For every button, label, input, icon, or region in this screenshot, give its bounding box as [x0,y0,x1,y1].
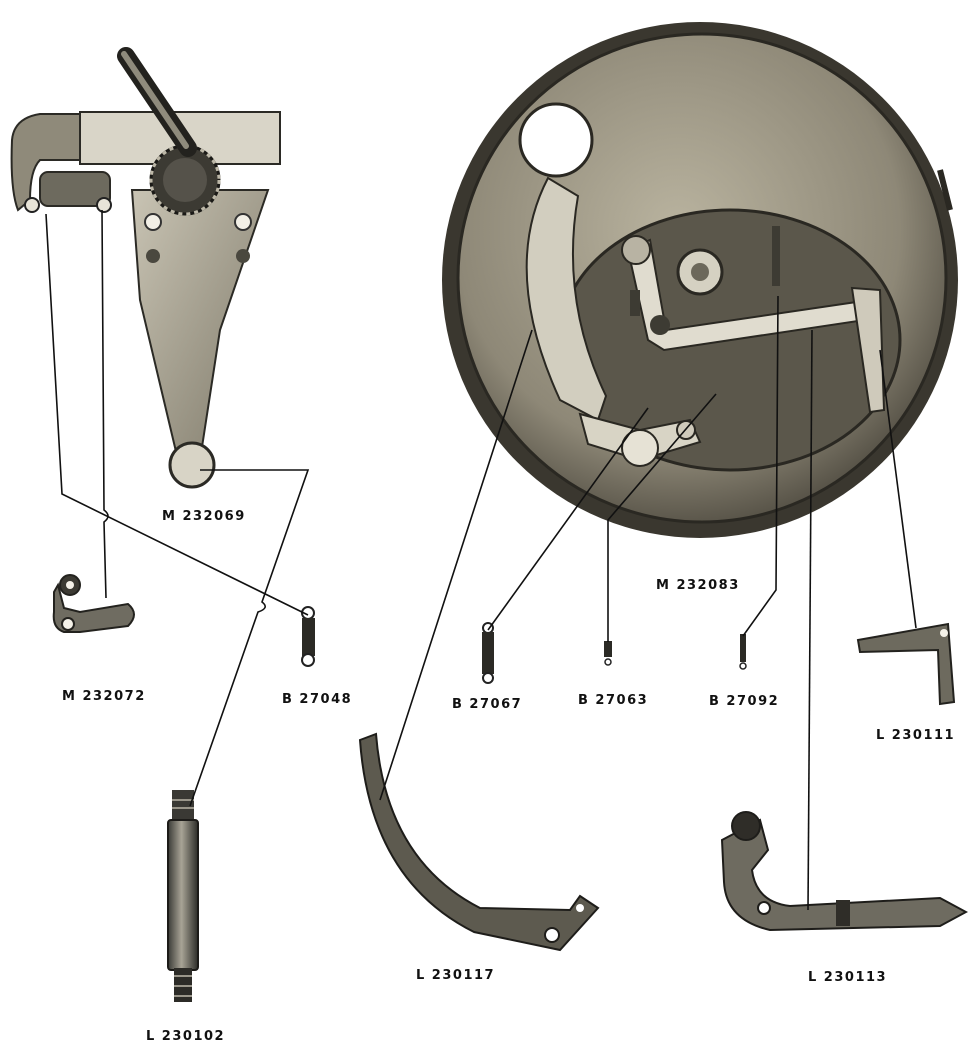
spring-b27048-part [302,607,315,666]
base-plate-assembly [442,22,958,538]
label-b27092: B 27092 [709,694,779,709]
spring-b27092-part [740,634,746,669]
label-m232069: M 232069 [162,509,246,524]
bracket-small-part [858,624,954,704]
label-b27063: B 27063 [578,693,648,708]
spring-b27063-part [604,641,612,665]
label-l230117: L 230117 [416,968,495,983]
label-b27067: B 27067 [452,697,522,712]
label-l230111: L 230111 [876,728,955,743]
shaft-part [168,790,198,1002]
label-l230113: L 230113 [808,970,887,985]
label-m232072: M 232072 [62,689,146,704]
leader-line-l230117 [380,330,532,800]
label-l230102: L 230102 [146,1029,225,1044]
selector-lever-assembly [12,54,280,487]
label-m232083: M 232083 [656,578,740,593]
arc-arm-part [360,734,598,950]
lever-link-part [54,575,134,632]
label-b27048: B 27048 [282,692,352,707]
leader-line-m232072 [102,210,108,598]
trip-arm-part [722,812,966,930]
spring-b27067-part [482,623,494,683]
